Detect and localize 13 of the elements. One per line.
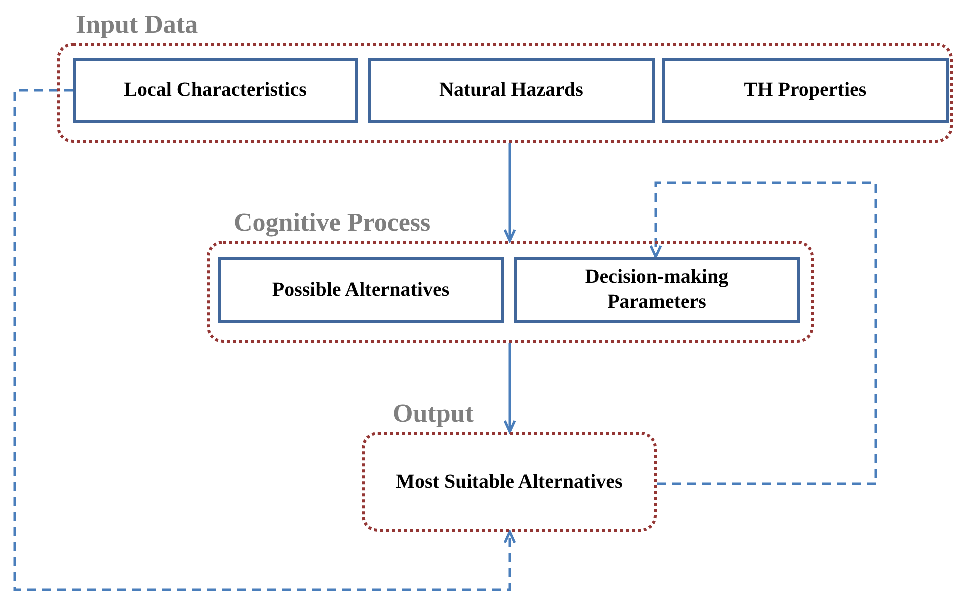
- process-box: Local Characteristics: [73, 58, 358, 123]
- arrow: [650, 182, 878, 486]
- process-box: Decision-making Parameters: [514, 257, 800, 323]
- group-heading: Input Data: [76, 10, 198, 40]
- arrow: [14, 89, 516, 592]
- group-heading: Cognitive Process: [234, 208, 431, 238]
- process-box: TH Properties: [662, 58, 949, 123]
- arrow: [504, 143, 516, 242]
- group-heading: Output: [393, 399, 474, 429]
- arrow: [504, 343, 516, 434]
- result-text: Most Suitable Alternatives: [396, 470, 623, 494]
- process-box: Possible Alternatives: [218, 257, 504, 323]
- process-box: Natural Hazards: [368, 58, 655, 123]
